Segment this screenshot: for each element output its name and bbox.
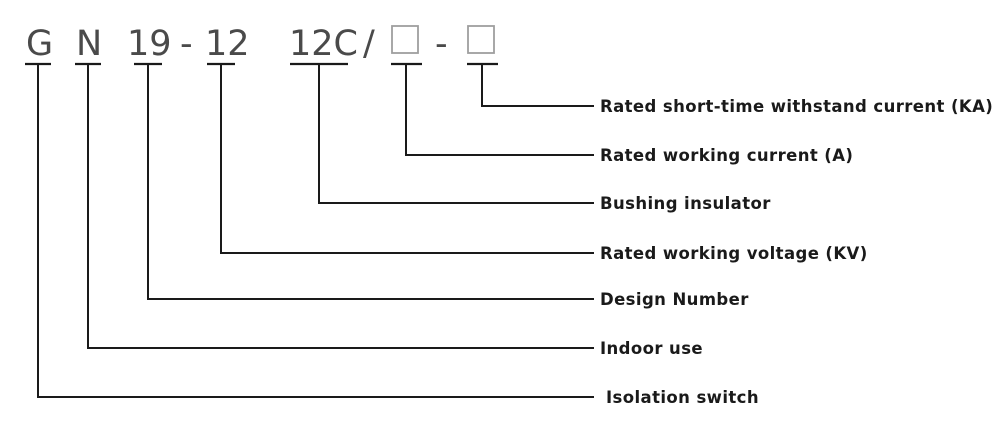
code-slash: / xyxy=(363,24,375,64)
label-bushing-insulator: Bushing insulator xyxy=(600,194,771,213)
labels: Rated short-time withstand current (KA) … xyxy=(600,97,993,407)
code-g: G xyxy=(26,24,53,64)
label-indoor-use: Indoor use xyxy=(600,339,703,358)
leader-lines xyxy=(37,64,594,398)
leader-working-voltage xyxy=(220,64,594,254)
leader-bushing-insulator xyxy=(318,64,594,204)
model-code: G N 19 - 12 12C / - xyxy=(26,24,495,64)
leader-working-current xyxy=(405,64,594,156)
leader-isolation-switch xyxy=(37,64,594,398)
label-short-time-current: Rated short-time withstand current (KA) xyxy=(600,97,993,116)
label-working-current: Rated working current (A) xyxy=(600,146,853,165)
code-dash-1: - xyxy=(180,24,193,64)
placeholder-box-short-time xyxy=(467,25,495,54)
code-19: 19 xyxy=(127,24,172,64)
code-12c: 12C xyxy=(289,24,358,64)
code-12: 12 xyxy=(205,24,250,64)
code-dash-2: - xyxy=(435,24,448,64)
label-working-voltage: Rated working voltage (KV) xyxy=(600,244,868,263)
leader-short-time-current xyxy=(481,64,594,107)
leader-indoor-use xyxy=(87,64,594,349)
code-n: N xyxy=(76,24,102,64)
label-design-number: Design Number xyxy=(600,290,749,309)
label-isolation-switch: Isolation switch xyxy=(606,388,759,407)
placeholder-box-current xyxy=(391,25,419,54)
leader-design-number xyxy=(147,64,594,300)
